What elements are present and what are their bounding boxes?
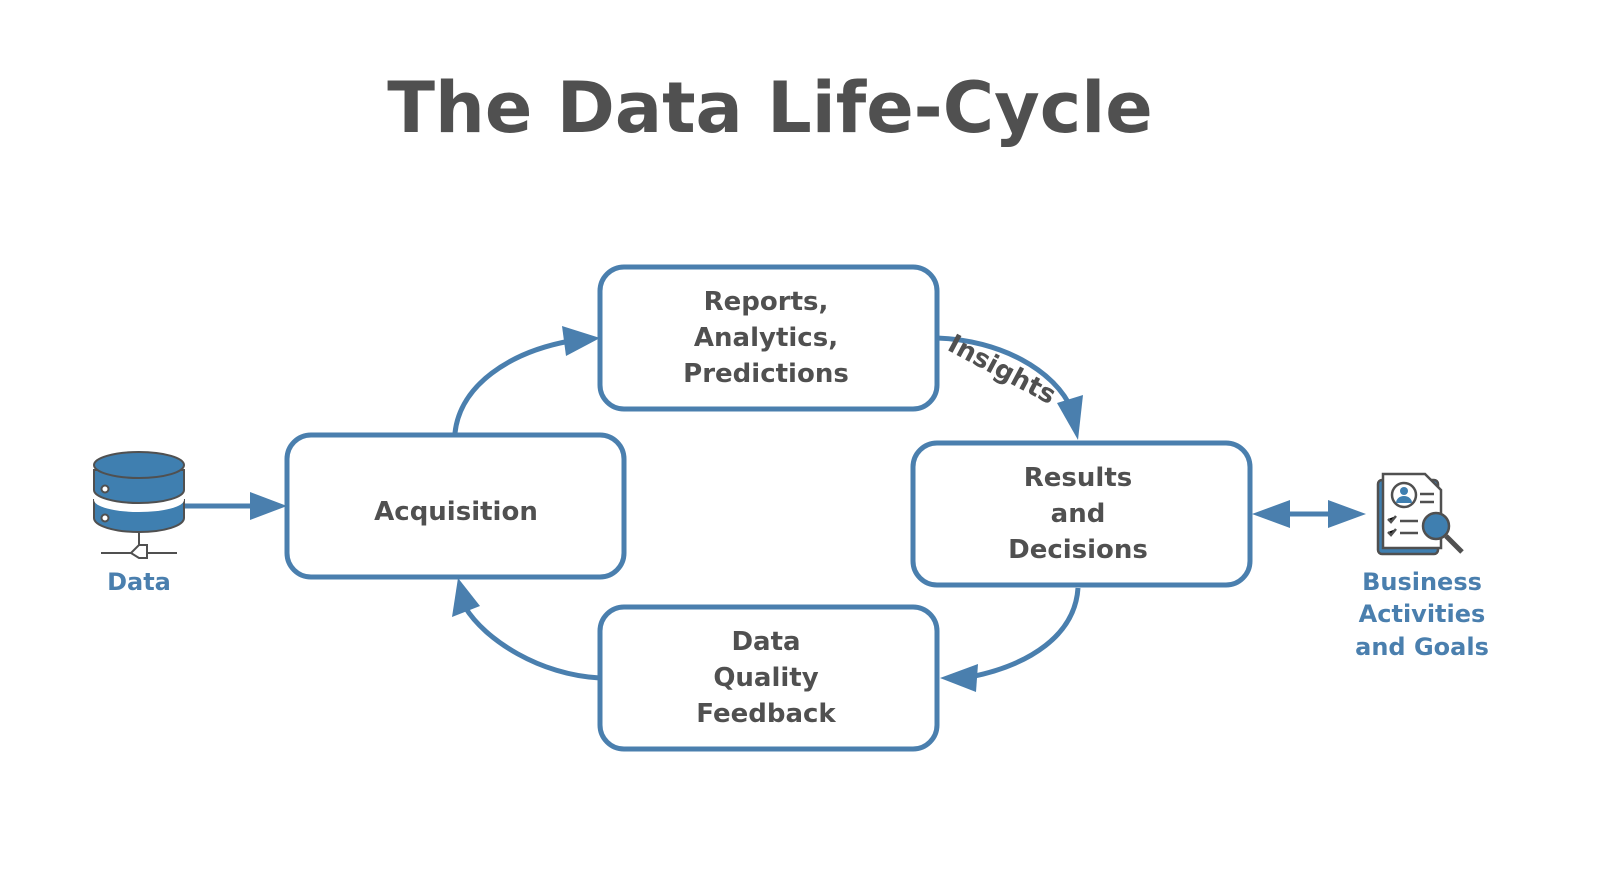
svg-text:Feedback: Feedback xyxy=(696,699,836,729)
svg-text:and: and xyxy=(1051,499,1106,529)
business-label-line1: Business xyxy=(1362,568,1482,596)
arrowhead xyxy=(250,492,287,520)
arrowhead xyxy=(562,326,600,356)
svg-text:Decisions: Decisions xyxy=(1008,535,1148,565)
cycle-arrows xyxy=(184,326,1366,692)
diagram-title: The Data Life-Cycle xyxy=(387,67,1152,149)
node-acquisition: Acquisition xyxy=(284,432,627,580)
insights-label: Insights xyxy=(943,329,1061,411)
arrowhead xyxy=(1328,500,1366,528)
svg-text:Analytics,: Analytics, xyxy=(694,323,838,353)
svg-text:Acquisition: Acquisition xyxy=(374,497,538,527)
arrow-acquisition-to-reports xyxy=(452,338,571,434)
svg-text:Reports,: Reports, xyxy=(704,287,829,317)
data-label: Data xyxy=(107,568,171,596)
arrowhead xyxy=(1252,500,1290,528)
arrow-results-to-feedback xyxy=(969,587,1081,680)
node-results: Results and Decisions xyxy=(910,440,1253,588)
business-label-line3: and Goals xyxy=(1355,633,1489,661)
arrowhead xyxy=(940,664,978,692)
arrowhead xyxy=(1057,395,1083,440)
svg-text:Predictions: Predictions xyxy=(683,359,849,389)
svg-text:Results: Results xyxy=(1024,463,1132,493)
database-icon xyxy=(93,451,185,559)
node-reports: Reports, Analytics, Predictions xyxy=(597,264,940,412)
svg-text:Quality: Quality xyxy=(713,663,818,693)
report-search-icon xyxy=(1376,472,1464,556)
arrow-reports-to-results xyxy=(936,335,1075,412)
arrow-feedback-to-acquisition xyxy=(462,605,601,681)
business-label-line2: Activities xyxy=(1359,600,1486,628)
arrowhead xyxy=(452,578,480,617)
svg-text:Data: Data xyxy=(731,627,800,657)
node-feedback: Data Quality Feedback xyxy=(597,604,940,752)
